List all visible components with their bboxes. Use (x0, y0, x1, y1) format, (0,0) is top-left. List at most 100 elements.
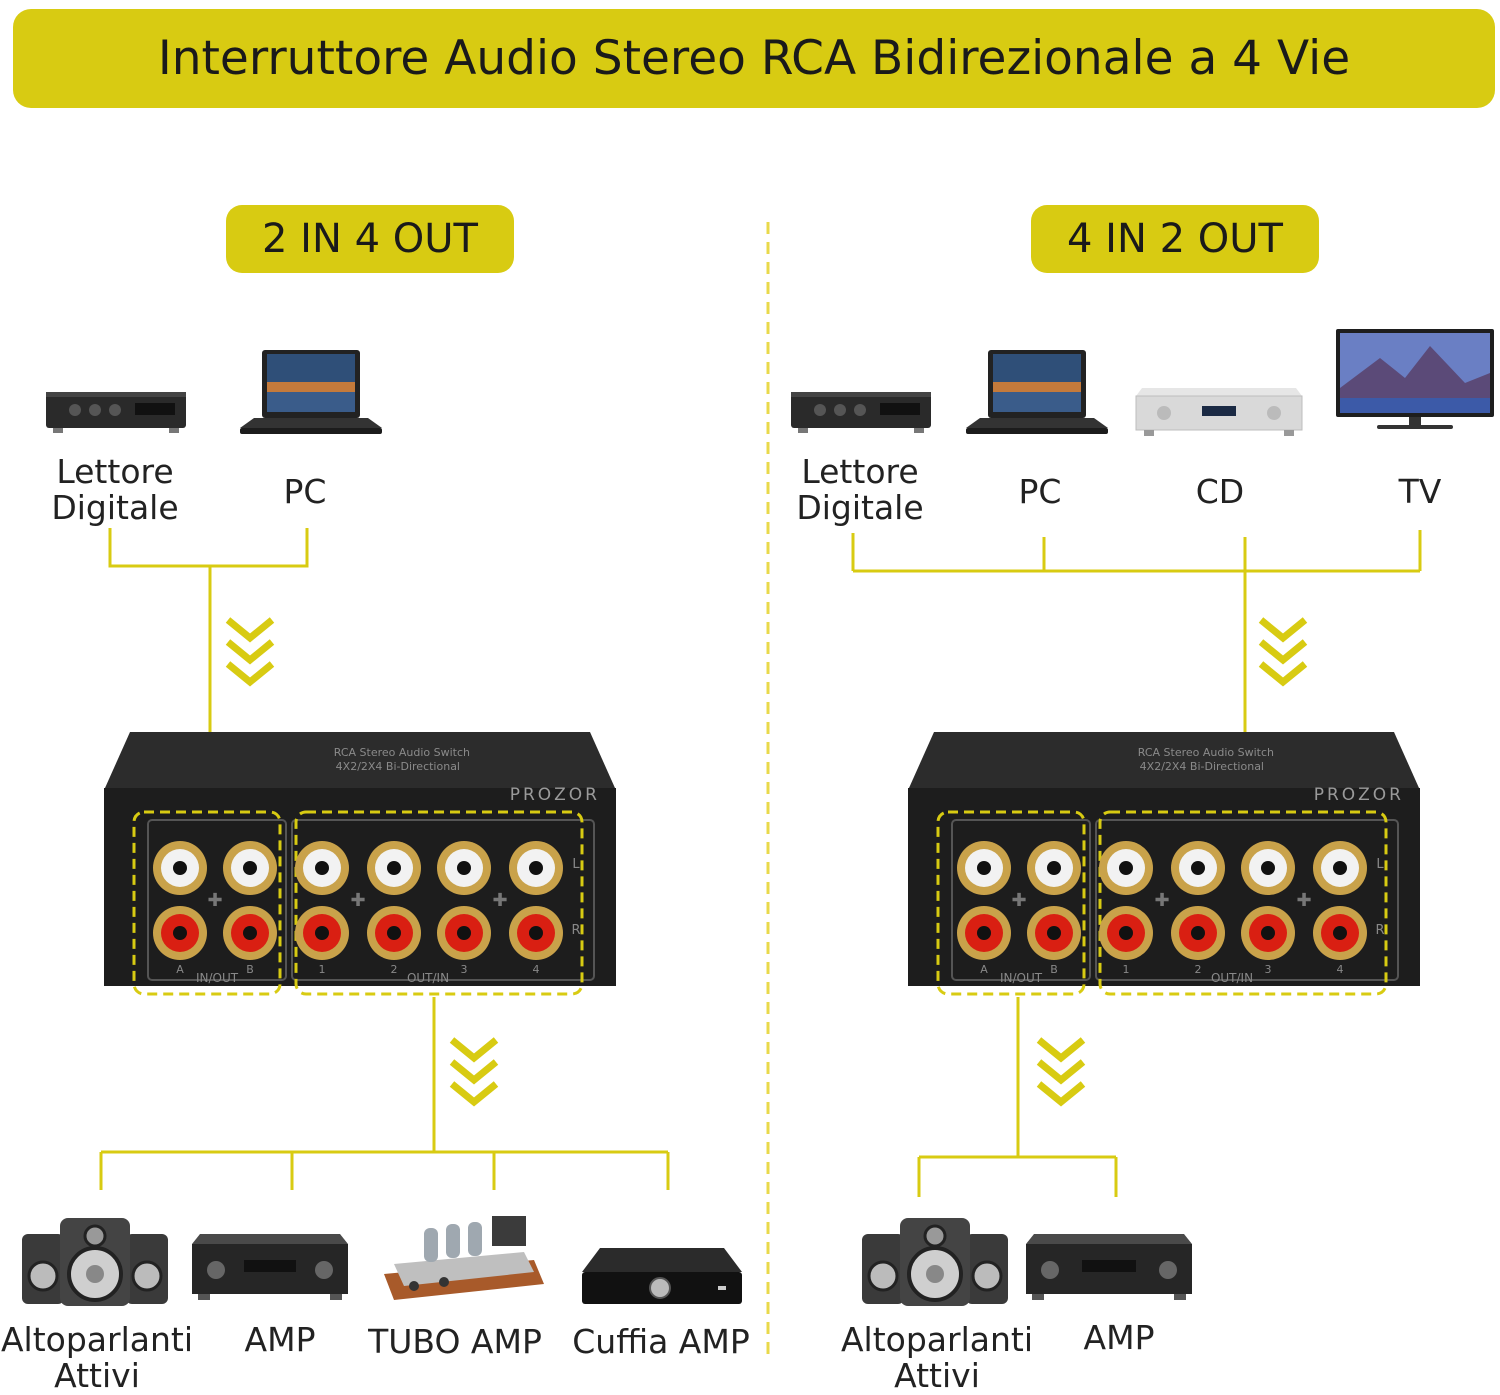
source-label-cd: CD (1175, 474, 1265, 510)
screw-mark: ✚ (350, 890, 365, 911)
rca-jack-pin (529, 926, 543, 940)
chevron-segment (225, 639, 275, 665)
desc-label: RCA Stereo Audio Switch (334, 746, 470, 759)
output-label-altoparlanti: Altoparlanti Attivi (0, 1322, 194, 1394)
rca-jack-pin (529, 861, 543, 875)
chevron-segment (225, 661, 275, 687)
digital-player-icon (46, 392, 186, 433)
rca-jack-pin (1333, 861, 1347, 875)
port-label-2: 2 (1195, 963, 1202, 976)
chevron-segment (1036, 1037, 1086, 1063)
screw-mark: ✚ (1296, 890, 1311, 911)
chevron-down-icon (1036, 1037, 1086, 1107)
source-label-line1: CD (1195, 472, 1245, 511)
port-panel-b (1095, 819, 1399, 981)
mode-pill-left: 2 IN 4 OUT (226, 205, 514, 273)
source-label-line1: PC (1018, 472, 1062, 511)
port-label-B: B (246, 963, 254, 976)
source-label-line2: Digitale (796, 488, 924, 527)
source-label-line1: Lettore (801, 452, 919, 491)
port-label-1: 1 (1123, 963, 1130, 976)
output-label-line1: Cuffia AMP (572, 1322, 750, 1361)
title-banner: Interruttore Audio Stereo RCA Bidirezion… (13, 9, 1495, 108)
chevron-down-icon (449, 1037, 499, 1107)
output-label-line2: Attivi (894, 1356, 980, 1395)
chevron-segment (225, 617, 275, 643)
source-label-line2: Digitale (51, 488, 179, 527)
group-label-a: IN/OUT (1000, 971, 1043, 985)
group-frame-b (294, 810, 584, 996)
mode-label-right: 4 IN 2 OUT (1067, 216, 1283, 262)
rca-jack-pin (1261, 926, 1275, 940)
rca-jack-pin (1191, 861, 1205, 875)
brand-label: PROZOR (1314, 785, 1404, 805)
rca-jack-pin (1047, 926, 1061, 940)
port-label-A: A (176, 963, 184, 976)
port-label-4: 4 (533, 963, 540, 976)
rca-jack-pin (173, 926, 187, 940)
rca-jack-pin (1333, 926, 1347, 940)
chevron-segment (449, 1081, 499, 1107)
mode-pill-right: 4 IN 2 OUT (1031, 205, 1319, 273)
chevron-down-icon (1258, 617, 1308, 687)
output-label-line1: AMP (244, 1320, 316, 1359)
tv-icon (1336, 329, 1494, 429)
output-label-line1: Altoparlanti (0, 1320, 194, 1359)
rca-jack-pin (977, 926, 991, 940)
source-label-pc: PC (995, 474, 1085, 510)
group-label-a: IN/OUT (196, 971, 239, 985)
digital-player-icon (791, 392, 931, 433)
port-label-1: 1 (319, 963, 326, 976)
mode-label-left: 2 IN 4 OUT (262, 216, 478, 262)
laptop-icon (966, 350, 1108, 434)
port-label-A: A (980, 963, 988, 976)
chevron-segment (1258, 661, 1308, 687)
tube-amp-icon (384, 1216, 544, 1300)
output-label-amp: AMP (225, 1322, 335, 1358)
desc-label: RCA Stereo Audio Switch (1138, 746, 1274, 759)
channel-label-r: R (571, 923, 580, 938)
rca-jack-pin (243, 861, 257, 875)
chevron-down-icon (225, 617, 275, 687)
output-label-cuffia-amp: Cuffia AMP (568, 1324, 754, 1360)
rca-jack-pin (1119, 861, 1133, 875)
rca-jack-pin (315, 926, 329, 940)
chevron-segment (1036, 1081, 1086, 1107)
screw-mark: ✚ (207, 890, 222, 911)
output-label-tubo-amp: TUBO AMP (362, 1324, 548, 1360)
source-label-line1: TV (1398, 472, 1442, 511)
rca-jack-pin (457, 861, 471, 875)
rca-jack-pin (243, 926, 257, 940)
chevron-segment (1258, 639, 1308, 665)
output-label-amp: AMP (1064, 1320, 1174, 1356)
speakers-icon (22, 1218, 168, 1306)
chevron-segment (1258, 617, 1308, 643)
switch-top-face (105, 732, 615, 788)
laptop-icon (240, 350, 382, 434)
output-label-line1: Altoparlanti (840, 1320, 1034, 1359)
source-label-lettore: Lettore Digitale (790, 454, 930, 526)
amplifier-icon (1026, 1234, 1192, 1300)
chevron-segment (1036, 1059, 1086, 1085)
port-panel-a (951, 819, 1091, 981)
port-label-2: 2 (391, 963, 398, 976)
rca-jack-pin (387, 926, 401, 940)
rca-jack-pin (315, 861, 329, 875)
speakers-icon (862, 1218, 1008, 1306)
rca-jack-pin (977, 861, 991, 875)
chevron-segment (449, 1037, 499, 1063)
group-frame-b (1098, 810, 1388, 996)
group-label-b: OUT/IN (407, 971, 449, 985)
screw-mark: ✚ (1154, 890, 1169, 911)
rca-jack-pin (1191, 926, 1205, 940)
rca-jack-pin (173, 861, 187, 875)
rca-jack-pin (457, 926, 471, 940)
source-label-line1: Lettore (56, 452, 174, 491)
headphone-amp-icon (582, 1248, 742, 1304)
port-label-3: 3 (1265, 963, 1272, 976)
source-label-pc: PC (260, 474, 350, 510)
left-connectors (99, 528, 670, 1190)
